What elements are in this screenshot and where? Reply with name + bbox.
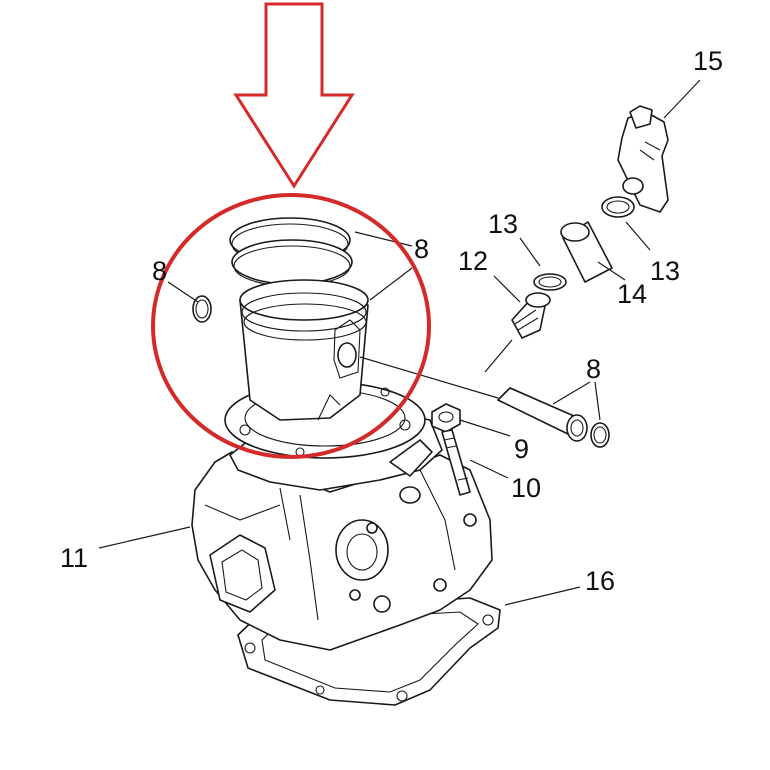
- callout-labels: 8 8 8 9 10 11 12 13 13 14 15 16: [60, 46, 723, 596]
- highlight-arrow: [233, 2, 355, 189]
- callout-13-upper: 13: [650, 256, 680, 286]
- callout-8-piston-rings: 8: [414, 234, 429, 264]
- callout-10: 10: [511, 473, 541, 503]
- fitting: [484, 292, 551, 373]
- hose: [560, 221, 613, 283]
- callout-8-piston-pin: 8: [586, 354, 601, 384]
- leader-lines: [98, 79, 701, 606]
- callout-11: 11: [60, 543, 88, 573]
- hose-clamp-upper: [601, 196, 635, 218]
- circlip-left: [192, 295, 212, 323]
- callout-16: 16: [585, 566, 615, 596]
- callout-13-lower: 13: [488, 209, 518, 239]
- callout-14: 14: [617, 279, 647, 309]
- nut: [431, 403, 461, 433]
- sensor: [617, 105, 669, 213]
- highlight-circle: [151, 193, 431, 459]
- callout-9: 9: [514, 434, 529, 464]
- callout-15: 15: [693, 46, 723, 76]
- hose-clamp-lower: [533, 273, 567, 291]
- callout-8-left-circlip: 8: [152, 256, 167, 286]
- piston-pin: [497, 387, 588, 442]
- circlip-right: [590, 422, 610, 448]
- callout-12: 12: [458, 246, 488, 276]
- piston: [239, 279, 369, 421]
- stud: [441, 429, 471, 496]
- piston-rings: [229, 217, 353, 287]
